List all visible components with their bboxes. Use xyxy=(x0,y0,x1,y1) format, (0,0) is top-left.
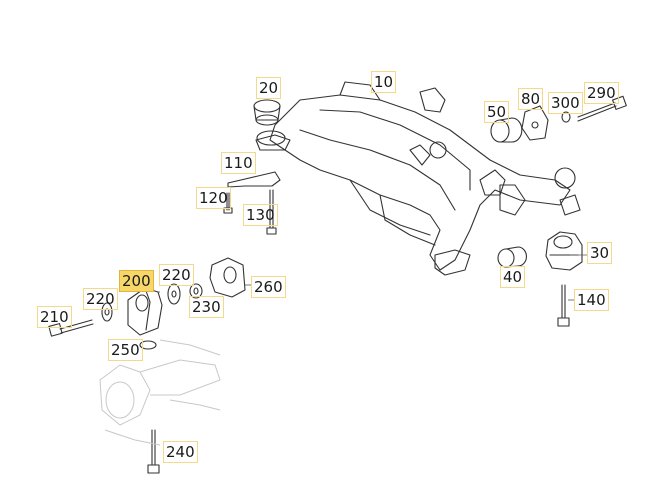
bolt-240-drawing xyxy=(147,429,160,474)
part-label-140[interactable]: 140 xyxy=(574,289,609,311)
bracket-260-drawing xyxy=(209,257,246,298)
part-label-10[interactable]: 10 xyxy=(371,71,397,93)
part-label-260[interactable]: 260 xyxy=(251,276,286,298)
part-label-240[interactable]: 240 xyxy=(163,441,198,463)
washer-220-right-drawing xyxy=(167,283,181,305)
nut-230-drawing xyxy=(189,283,203,299)
part-label-40[interactable]: 40 xyxy=(500,266,526,288)
part-label-220-right[interactable]: 220 xyxy=(159,264,194,286)
bolt-140-drawing xyxy=(557,284,570,327)
part-label-290[interactable]: 290 xyxy=(584,82,619,104)
part-label-200[interactable]: 200 xyxy=(119,270,154,292)
rear-subframe-drawing xyxy=(255,81,581,276)
part-label-80[interactable]: 80 xyxy=(518,88,544,110)
part-label-230[interactable]: 230 xyxy=(189,296,224,318)
part-label-210[interactable]: 210 xyxy=(37,306,72,328)
washer-300-drawing xyxy=(561,111,571,123)
bushing-40-drawing xyxy=(497,246,527,268)
part-label-250[interactable]: 250 xyxy=(108,339,143,361)
part-label-30[interactable]: 30 xyxy=(587,242,613,264)
bushing-50-drawing xyxy=(490,117,523,143)
mount-200-drawing xyxy=(127,287,163,336)
bracket-80-drawing xyxy=(521,105,549,141)
mount-30-drawing xyxy=(545,231,583,271)
washer-250-drawing xyxy=(139,340,157,350)
part-label-20[interactable]: 20 xyxy=(256,77,282,99)
bushing-20-drawing xyxy=(253,99,286,146)
part-label-120[interactable]: 120 xyxy=(196,187,231,209)
bracket-110-drawing xyxy=(227,171,281,188)
part-label-110[interactable]: 110 xyxy=(221,152,256,174)
part-label-50[interactable]: 50 xyxy=(484,101,510,123)
bolt-130-drawing xyxy=(266,189,277,235)
part-label-300[interactable]: 300 xyxy=(548,92,583,114)
leader-lines xyxy=(158,254,588,301)
faded-axle-drawing xyxy=(99,339,221,446)
part-label-130[interactable]: 130 xyxy=(243,204,278,226)
part-label-220-left[interactable]: 220 xyxy=(83,288,118,310)
